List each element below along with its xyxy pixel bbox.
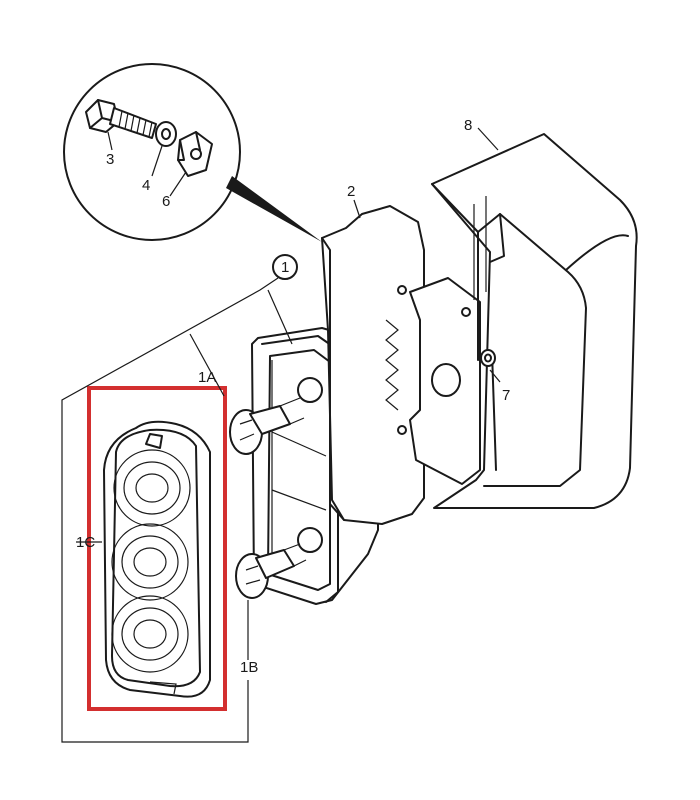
- bracket: [409, 277, 481, 485]
- label-part-3: 3: [106, 151, 114, 168]
- label-part-8: 8: [464, 117, 472, 134]
- label-part-7: 7: [502, 387, 510, 404]
- label-part-2: 2: [347, 183, 355, 200]
- label-part-4: 4: [142, 177, 150, 194]
- label-part-1b: 1B: [240, 659, 258, 676]
- washer-icon: [155, 121, 177, 147]
- label-part-6: 6: [162, 193, 170, 210]
- label-part-1c: 1C: [76, 534, 95, 551]
- lens-assembly: [103, 420, 211, 698]
- label-part-1a: 1A: [198, 369, 216, 386]
- bulb-upper-icon: [229, 397, 305, 455]
- nut-icon: [480, 349, 496, 367]
- bolt-icon: [85, 99, 157, 139]
- spring-nut-icon: [177, 131, 213, 177]
- fastener-detail-inset: [63, 63, 322, 242]
- assembly-group-lines: [61, 127, 501, 743]
- mounting-plate: [321, 205, 425, 525]
- label-part-1: 1: [281, 259, 289, 276]
- bulb-lower-icon: [235, 543, 307, 599]
- highlight-box: [87, 386, 227, 711]
